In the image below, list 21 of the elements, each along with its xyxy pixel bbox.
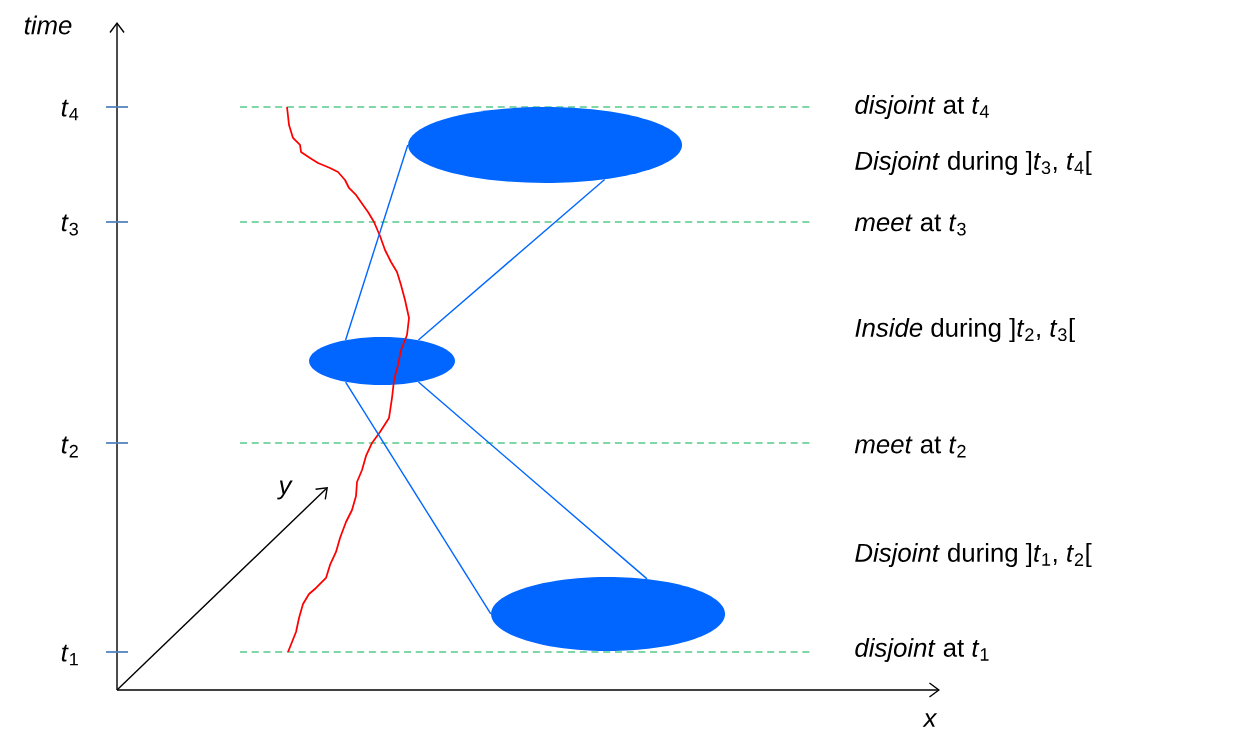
relation-label: Inside during ]t$_{2}$, t$_{3}$[ xyxy=(855,317,1075,342)
cone-line xyxy=(417,178,606,341)
relation-label: meet at t$_{3}$ xyxy=(854,214,966,236)
tick-label: t$_{1}$ xyxy=(61,644,78,666)
relation-label: meet at t$_{2}$ xyxy=(854,436,966,458)
axis-label: time xyxy=(24,15,72,35)
relation-label: disjoint at t$_{1}$ xyxy=(855,637,989,662)
region-ellipse xyxy=(491,577,725,651)
relation-label: disjoint at t$_{4}$ xyxy=(855,94,989,119)
axis-label: x xyxy=(922,713,938,727)
cone-line xyxy=(344,144,409,341)
relation-label: Disjoint during ]t$_{1}$, t$_{2}$[ xyxy=(855,542,1092,567)
cone-line xyxy=(344,381,492,615)
region-ellipse xyxy=(408,107,682,183)
tick-label: t$_{3}$ xyxy=(61,214,78,236)
tick-label: t$_{2}$ xyxy=(61,436,78,458)
relation-label: Disjoint during ]t$_{3}$, t$_{4}$[ xyxy=(855,150,1092,175)
region-ellipse xyxy=(309,337,455,385)
axis-label: y xyxy=(277,480,293,500)
cone-line xyxy=(417,381,648,580)
tick-label: t$_{4}$ xyxy=(61,99,79,121)
